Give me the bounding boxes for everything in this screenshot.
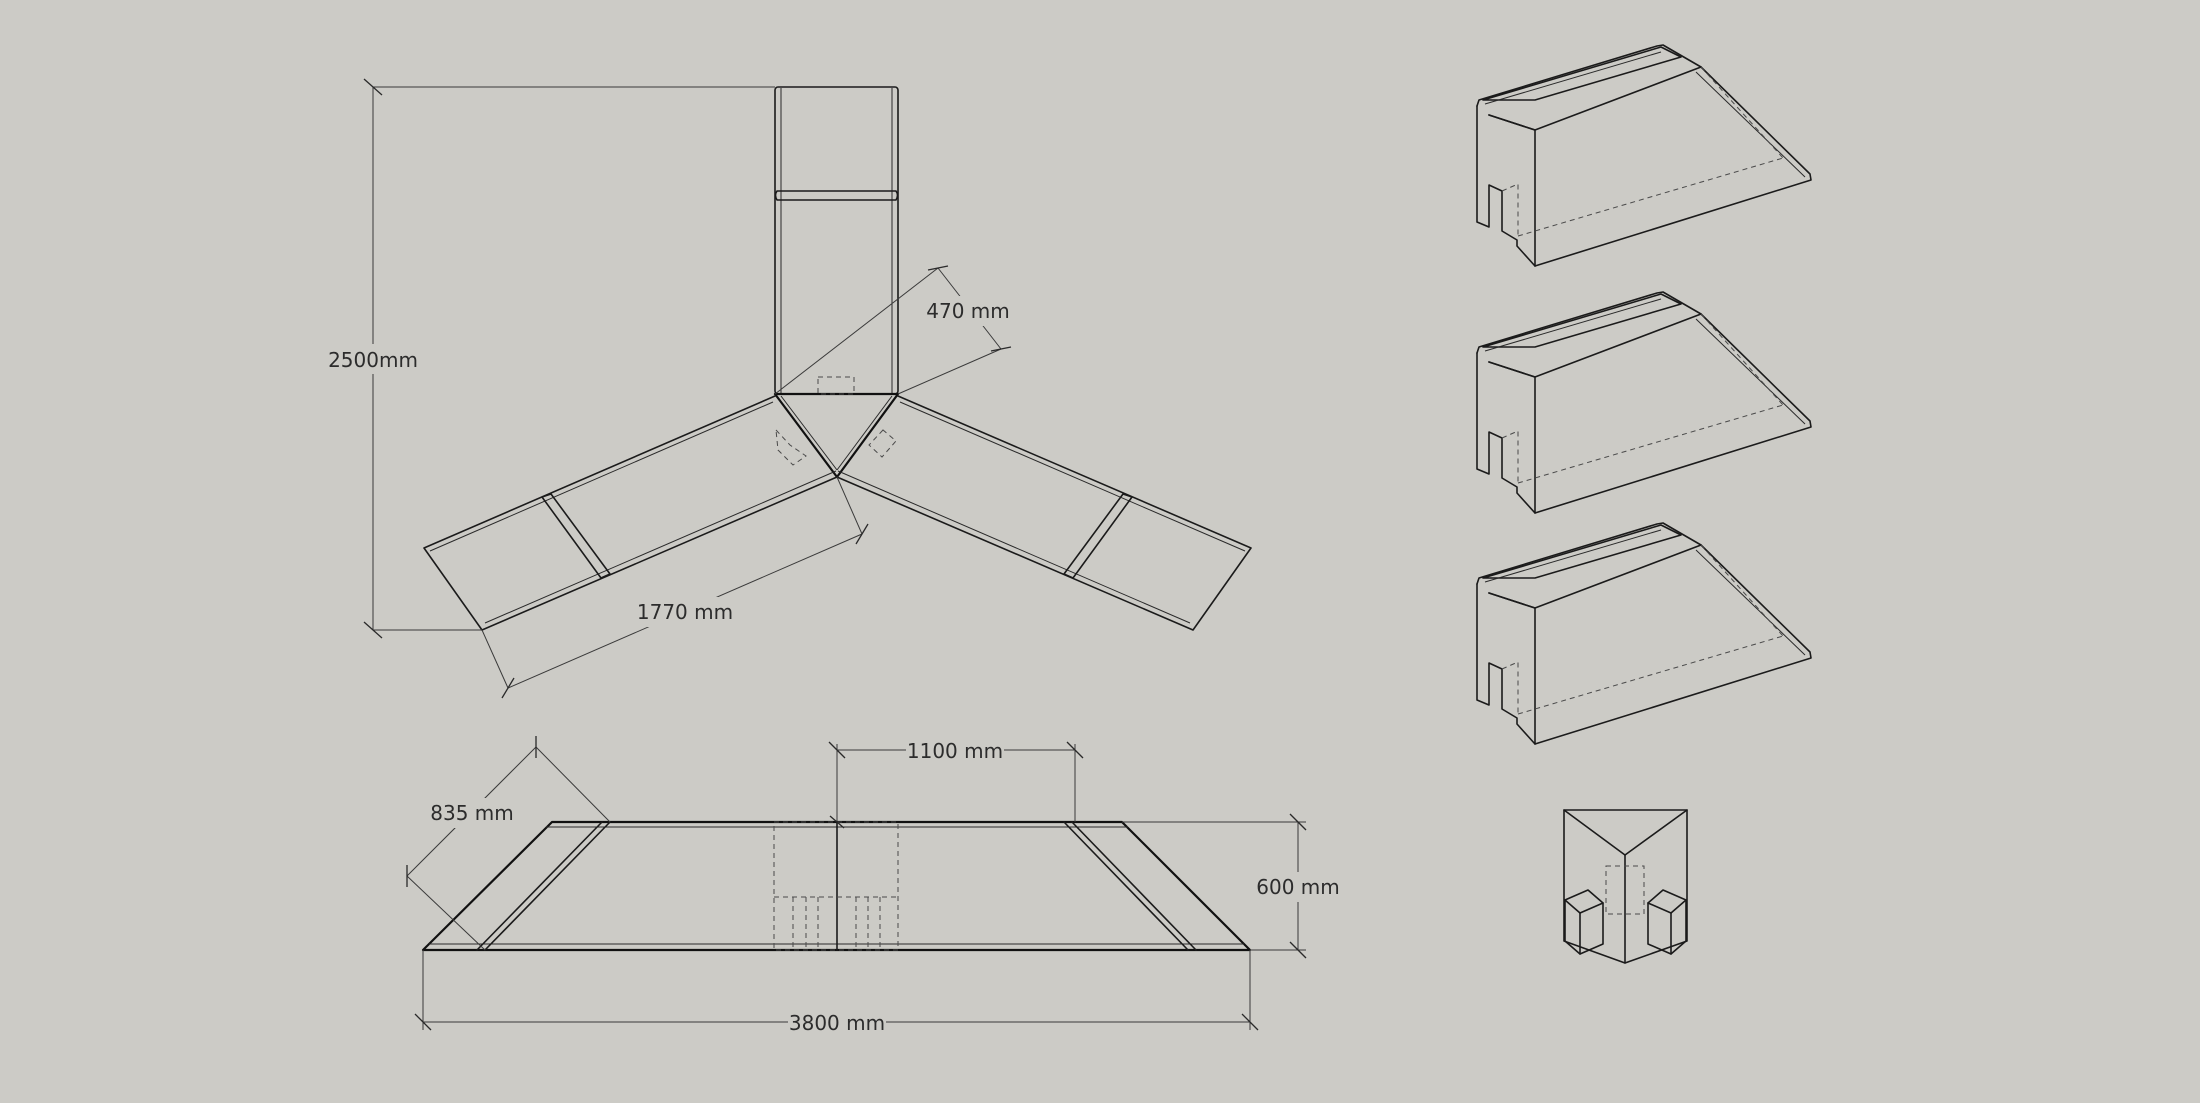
module-ramp-3 [1476, 522, 1812, 745]
dim-ramp-height: 600 mm [1122, 813, 1342, 959]
dim-ramp-width-label: 1100 mm [907, 739, 1003, 763]
dim-ramp-width: 1100 mm [828, 737, 1084, 829]
dim-arm-depth: 470 mm [774, 265, 1012, 395]
module-center [1563, 809, 1688, 964]
dim-ramp-height-label: 600 mm [1256, 875, 1340, 899]
dim-overall-width: 3800 mm [414, 950, 1259, 1038]
plan-center-triangle [773, 392, 900, 479]
dim-height-total: 2500mm [328, 78, 775, 639]
dim-arm-length: 1770 mm [481, 476, 869, 699]
dim-arm-length-label: 1770 mm [637, 600, 733, 624]
plan-arm-vertical [774, 86, 899, 395]
plan-arm-left [423, 395, 838, 631]
dim-overall-width-label: 3800 mm [789, 1011, 885, 1035]
dim-height-total-label: 2500mm [328, 348, 418, 372]
dim-ramp-slope: 835 mm [406, 736, 611, 951]
plan-arm-right [836, 395, 1252, 631]
front-elevation [421, 820, 1252, 952]
plan-view [423, 86, 1252, 631]
dim-arm-depth-label: 470 mm [926, 299, 1010, 323]
dim-ramp-slope-label: 835 mm [430, 801, 514, 825]
module-ramp-2 [1476, 291, 1812, 514]
module-ramp-1 [1476, 44, 1812, 267]
